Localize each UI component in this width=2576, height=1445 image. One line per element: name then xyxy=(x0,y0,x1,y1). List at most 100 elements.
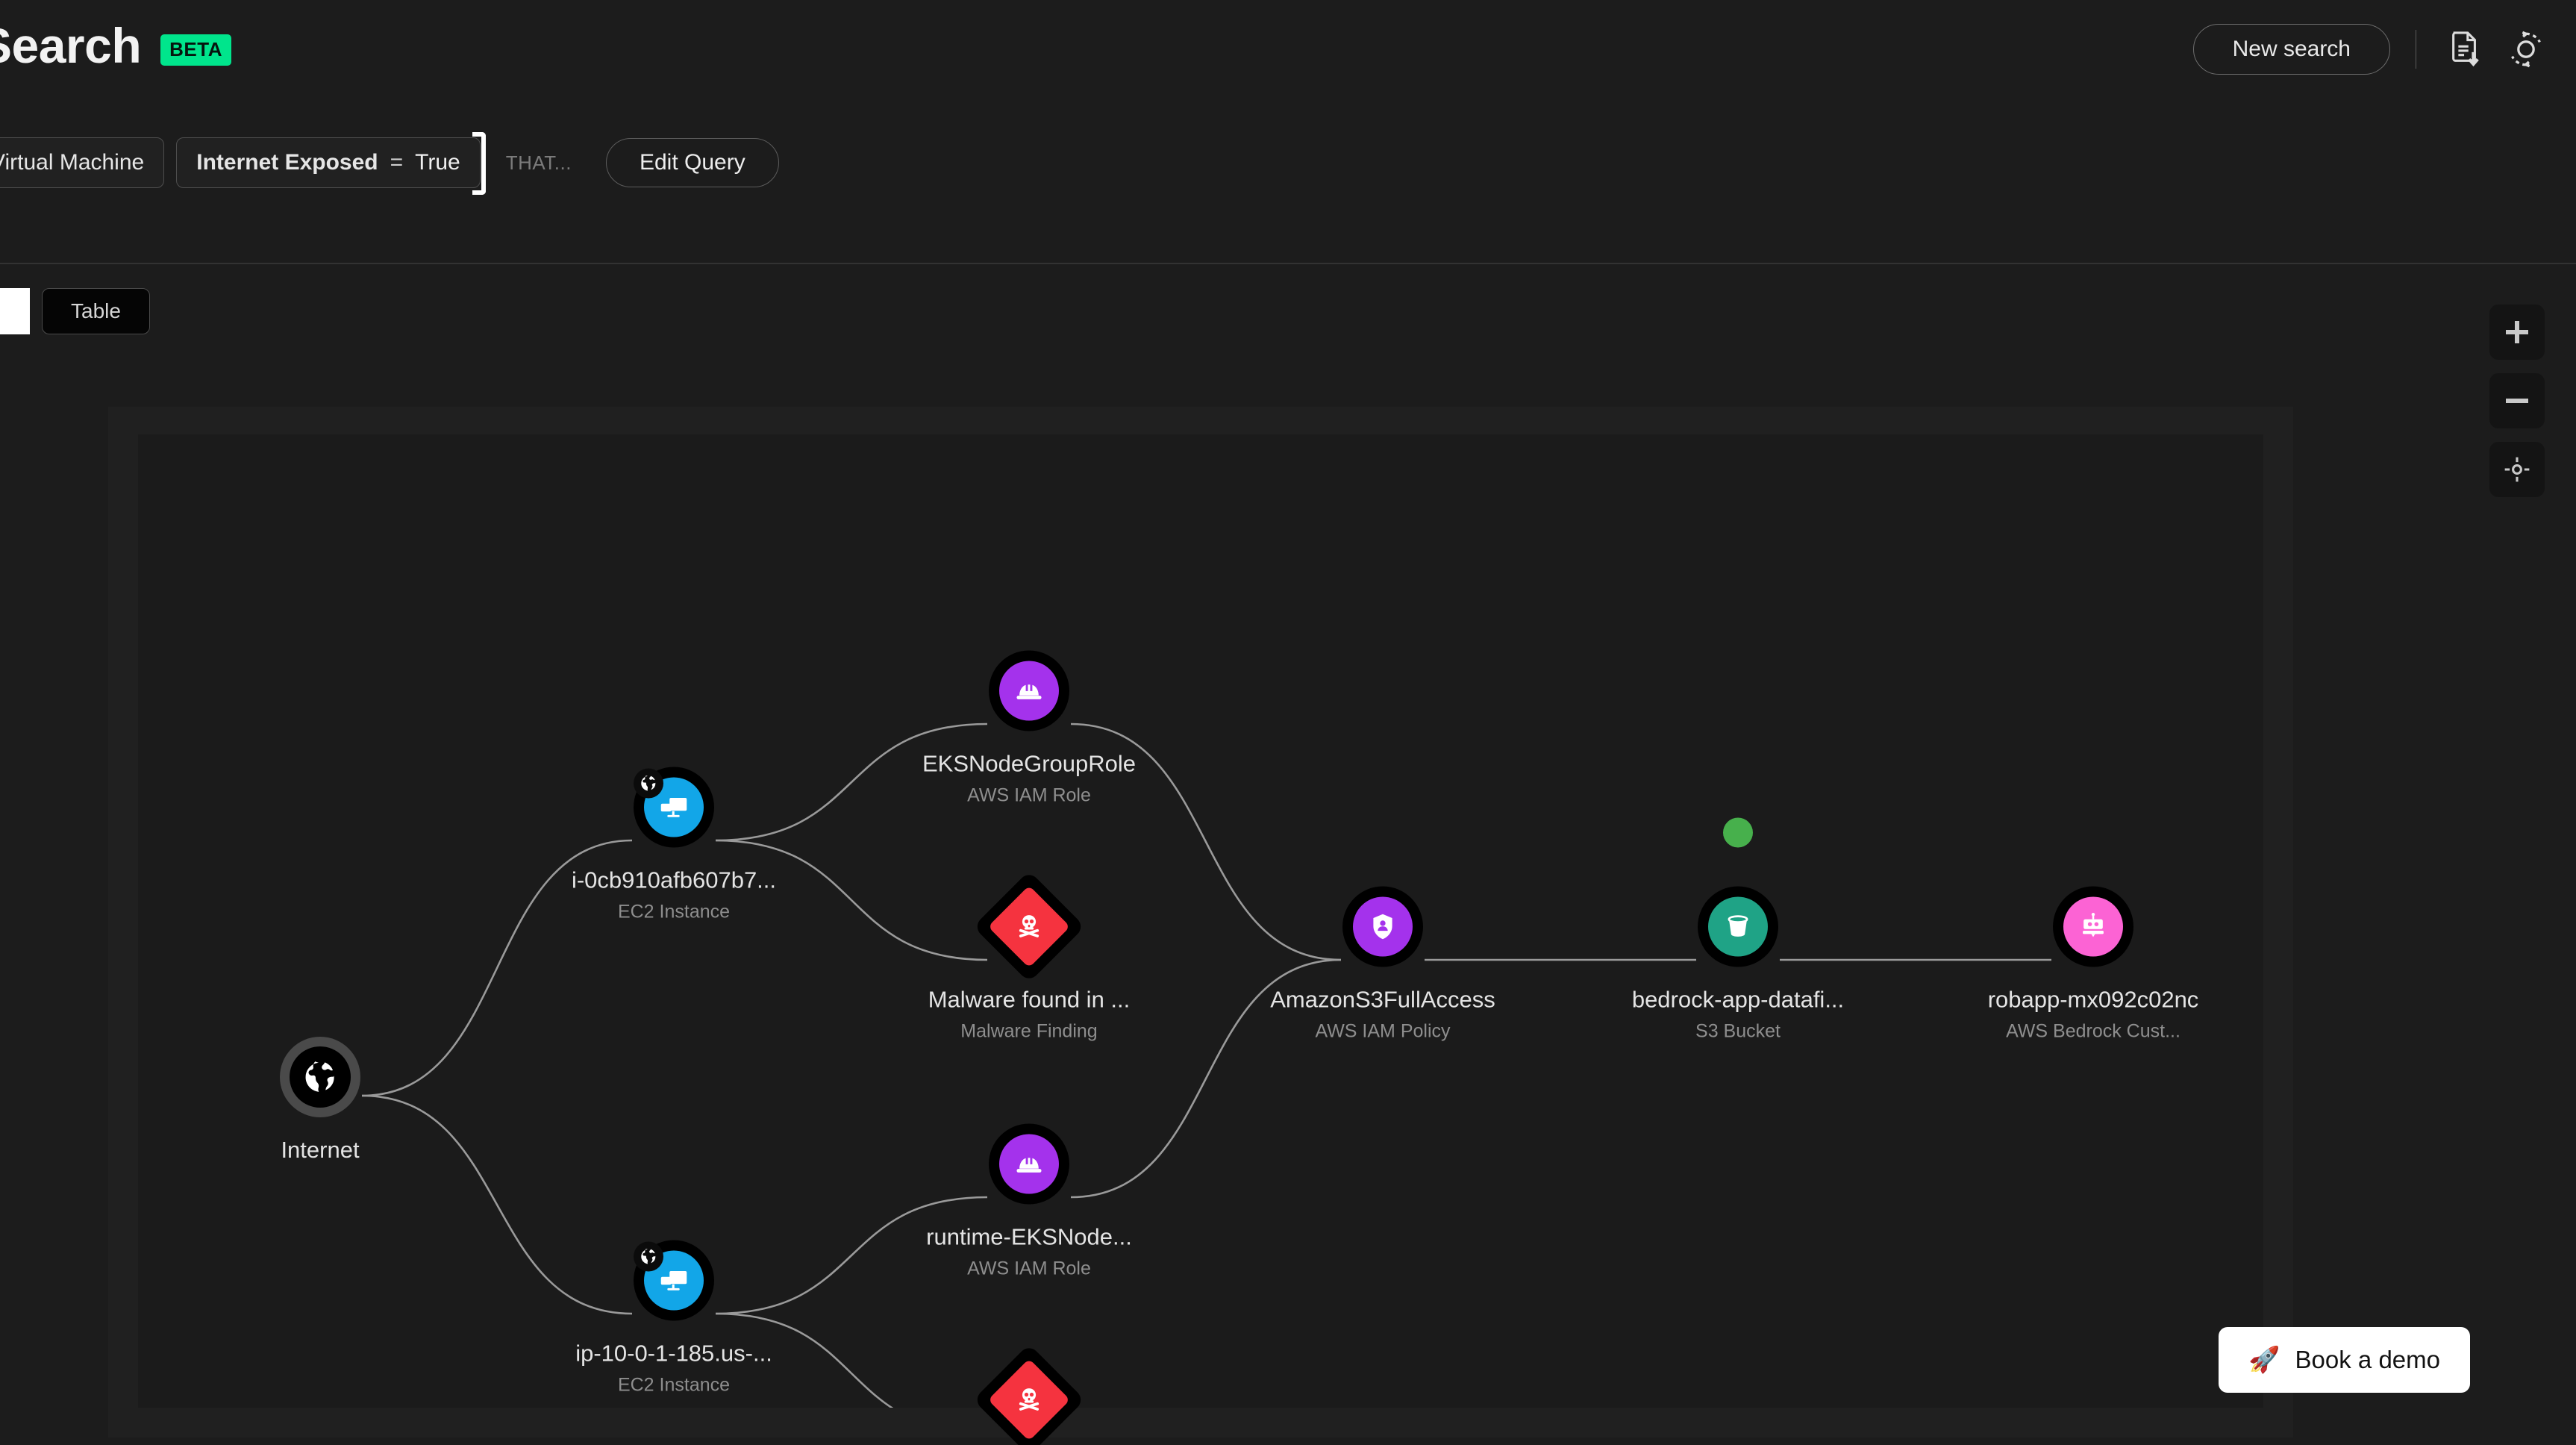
page-title: Search xyxy=(0,18,142,73)
node-sublabel: Malware Finding xyxy=(960,1020,1098,1042)
edit-query-button[interactable]: Edit Query xyxy=(605,138,779,187)
node-label: runtime-EKSNode... xyxy=(926,1223,1132,1250)
internet-exposed-badge xyxy=(634,1241,663,1272)
node-shape xyxy=(857,1343,1201,1445)
rocket-icon: 🚀 xyxy=(2248,1346,2280,1374)
graph-edge xyxy=(715,1196,988,1315)
node-ring xyxy=(989,1123,1069,1205)
node-label: AmazonS3FullAccess xyxy=(1270,986,1495,1013)
graph-edge xyxy=(361,1094,633,1315)
query-chip-field: Internet Exposed xyxy=(196,150,378,175)
node-shape xyxy=(857,642,1201,740)
node-label: bedrock-app-datafi... xyxy=(1631,986,1845,1013)
node-label: i-0cb910afb607b7... xyxy=(571,867,777,893)
refresh-target-icon[interactable] xyxy=(2503,26,2549,72)
graph-node-internet[interactable]: Internet xyxy=(149,1028,492,1164)
node-label: robapp-mx092c02nc xyxy=(1987,986,2199,1013)
crosshair-icon xyxy=(2504,457,2530,482)
query-bar: Virtual Machine Internet Exposed = True … xyxy=(0,132,779,195)
shield-user-icon xyxy=(1373,914,1392,940)
node-shape xyxy=(1211,878,1554,976)
query-chip-entity[interactable]: Virtual Machine xyxy=(0,137,165,188)
node-diamond-ring xyxy=(973,870,1085,983)
node-sublabel: S3 Bucket xyxy=(1695,1020,1781,1042)
node-shape xyxy=(149,1028,492,1126)
globe-icon xyxy=(305,1061,334,1092)
hardhat-icon xyxy=(1016,1158,1042,1173)
node-diamond-ring xyxy=(973,1343,1085,1445)
node-sublabel: AWS IAM Role xyxy=(967,784,1091,806)
node-sublabel: AWS IAM Policy xyxy=(1315,1020,1451,1042)
node-disc xyxy=(999,1134,1059,1194)
node-internet-ring xyxy=(280,1037,360,1117)
node-label: Malware found in ... xyxy=(928,986,1131,1013)
zoom-in-button[interactable] xyxy=(2489,305,2545,360)
monitor-icon xyxy=(660,1271,687,1290)
node-ring xyxy=(1698,886,1778,967)
graph-edge xyxy=(361,839,633,1097)
node-sublabel: EC2 Instance xyxy=(617,1374,731,1396)
node-sublabel: EC2 Instance xyxy=(617,901,731,923)
node-shape xyxy=(1566,817,1910,976)
node-ring xyxy=(634,1240,714,1321)
globe-icon xyxy=(641,1249,656,1264)
graph-edge xyxy=(715,1312,894,1408)
zoom-controls xyxy=(2489,305,2545,497)
node-ring xyxy=(989,650,1069,731)
tab-graph[interactable] xyxy=(0,288,30,334)
zoom-out-button[interactable] xyxy=(2489,373,2545,428)
graph-node-iam-role-bottom[interactable]: runtime-EKSNode... AWS IAM Role xyxy=(857,1115,1201,1280)
minus-icon xyxy=(2506,390,2528,412)
graph-node-ec2-bottom[interactable]: ip-10-0-1-185.us-...EC2 Instance xyxy=(502,1232,845,1396)
hardhat-icon xyxy=(1016,684,1042,699)
monitor-icon xyxy=(660,798,687,817)
header-bottom-divider xyxy=(0,263,2576,264)
node-disc xyxy=(1353,896,1413,957)
page-header: Search BETA New search xyxy=(0,0,2576,116)
recenter-button[interactable] xyxy=(2489,442,2545,497)
node-disc xyxy=(2063,896,2123,957)
graph-node-ec2-top[interactable]: i-0cb910afb607b7... EC2 Instance xyxy=(502,758,845,923)
graph-edge xyxy=(1070,958,1342,1199)
book-a-demo-button[interactable]: 🚀 Book a demo xyxy=(2219,1327,2470,1393)
graph-edge xyxy=(715,839,988,961)
query-chip-entity-label: Virtual Machine xyxy=(0,150,145,175)
graph-edge xyxy=(1070,722,1342,961)
graph-node-malware-bottom[interactable]: Malware found in ...Malware Finding xyxy=(857,1343,1201,1445)
status-badge xyxy=(1723,817,1753,848)
node-diamond-fill xyxy=(987,1358,1071,1441)
new-search-button[interactable]: New search xyxy=(2192,24,2390,75)
node-ring xyxy=(1342,886,1423,967)
beta-badge: BETA xyxy=(160,34,231,66)
query-chip-internet-exposed[interactable]: Internet Exposed = True xyxy=(176,132,486,195)
node-sublabel: AWS Bedrock Cust... xyxy=(2006,1020,2180,1042)
that-label: THAT... xyxy=(505,151,572,174)
graph-node-malware-top[interactable]: Malware found in ... Malware Finding xyxy=(857,870,1201,1043)
bucket-icon xyxy=(1728,915,1748,937)
header-actions: New search xyxy=(2192,24,2549,75)
skull-crossbones-icon xyxy=(1019,1388,1040,1411)
graph-edge xyxy=(715,722,988,842)
plus-icon xyxy=(2506,321,2528,343)
node-ring xyxy=(2053,886,2133,967)
query-chip-selection-bracket xyxy=(472,132,486,195)
graph-node-s3-bucket[interactable]: bedrock-app-datafi... S3 Bucket xyxy=(1566,817,1910,1043)
tab-table[interactable]: Table xyxy=(42,288,150,334)
node-diamond-fill xyxy=(987,885,1071,968)
node-shape xyxy=(857,1115,1201,1214)
node-shape xyxy=(502,758,845,857)
node-disc xyxy=(1708,896,1768,957)
view-tabs: Table xyxy=(0,288,150,334)
node-disc xyxy=(999,661,1059,721)
node-sublabel: AWS IAM Role xyxy=(967,1258,1091,1279)
node-shape xyxy=(1922,878,2265,976)
node-shape xyxy=(502,1232,845,1330)
document-download-icon[interactable] xyxy=(2442,26,2488,72)
